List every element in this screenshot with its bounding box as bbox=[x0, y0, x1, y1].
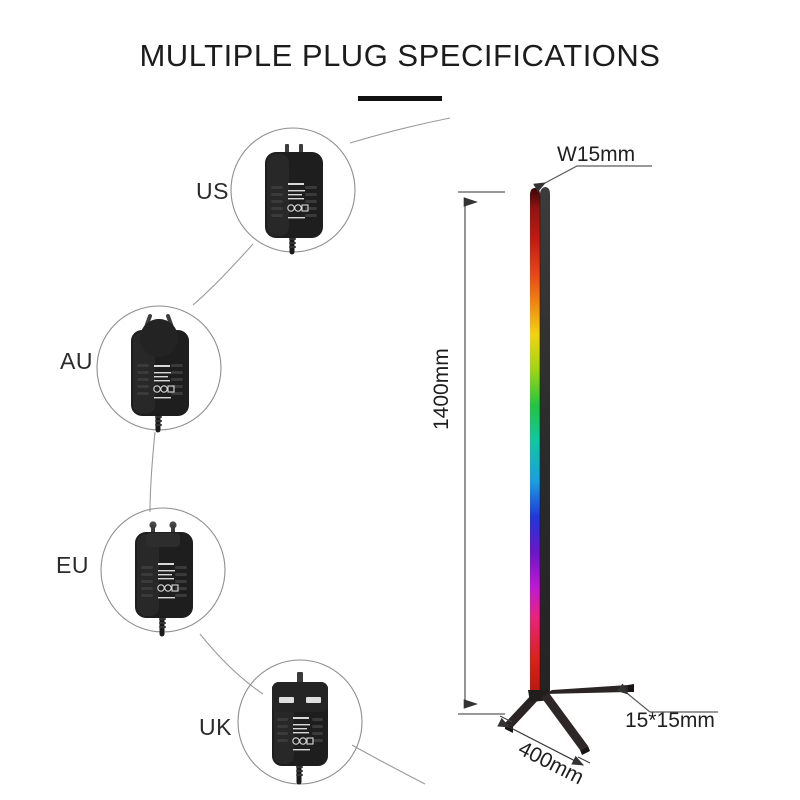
plug-label-au: AU bbox=[60, 348, 93, 374]
plug-label-eu: EU bbox=[56, 552, 89, 578]
plug-adapter-us bbox=[265, 144, 323, 255]
lamp-light-bar bbox=[530, 187, 550, 700]
plug-adapter-au bbox=[131, 314, 189, 433]
dimension-label-width: W15mm bbox=[557, 143, 636, 166]
plug-adapter-eu bbox=[135, 521, 193, 637]
dimension-height-line bbox=[458, 191, 505, 715]
dimension-label-height: 1400mm bbox=[430, 348, 453, 430]
plug-adapter-uk bbox=[272, 672, 328, 785]
title-underline-rule bbox=[358, 96, 442, 101]
dimension-width-leader bbox=[533, 165, 652, 193]
dimension-section-leader bbox=[616, 683, 718, 713]
dimension-label-section: 15*15mm bbox=[625, 709, 715, 732]
plug-label-us: US bbox=[196, 178, 229, 204]
plug-label-uk: UK bbox=[199, 714, 232, 740]
dimension-base-line bbox=[497, 715, 591, 766]
page-title: MULTIPLE PLUG SPECIFICATIONS bbox=[139, 38, 661, 73]
